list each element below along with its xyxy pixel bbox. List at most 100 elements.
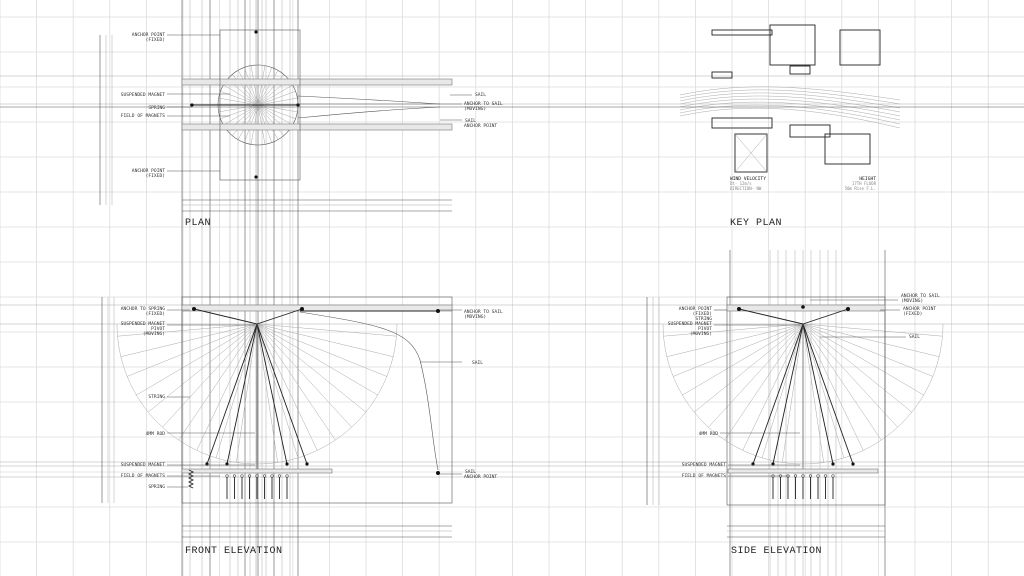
label-pivot-moving: (MOVING) [143,331,165,337]
radial-line [257,70,279,106]
swing-radial-line [708,323,804,428]
radial-line [257,104,298,113]
swing-radial-line [127,323,258,377]
plan-geometry [99,29,472,212]
building-outline [711,71,733,79]
label-anchor-point-top: ANCHOR POINT [132,32,165,38]
radial-line [257,84,293,106]
label-anchor-to-spring: ANCHOR TO SPRING [121,306,165,312]
sail-anchor-point [436,471,440,475]
swing-radial-line [663,323,804,337]
radial-line [257,65,266,106]
swing-radial-line [802,323,824,463]
swing-radial-line [682,323,804,396]
label-anchor-to-sail: ANCHOR TO SAIL [464,309,503,315]
anchor-point [846,307,850,311]
swing-radial-line [802,323,864,451]
radial-line [232,104,259,136]
radial-line [237,70,259,106]
string [193,308,258,325]
swing-radial-line [256,323,387,377]
rod [206,323,258,465]
swing-radial-line [256,323,394,357]
anchor-point [254,30,258,34]
radial-line [257,91,296,106]
building-outline [789,65,811,75]
radial-line [218,104,259,113]
swing-radial-line [802,323,943,337]
swing-radial-line [117,323,258,337]
label-anchor-point-right-sub: (FIXED) [903,311,922,317]
radial-line [257,67,272,106]
swing-radial-line [256,323,336,441]
label-suspended-magnet: SUSPENDED MAGNET [121,462,165,468]
label-anchor-to-spring-sub: (FIXED) [146,311,165,317]
swing-radial-line [236,323,258,463]
sail-curve [299,311,439,471]
label-sail-2: SAIL [465,469,476,475]
suspended-magnet [851,462,855,466]
anchor-point [737,307,741,311]
wind-flow-line [679,98,901,117]
radial-line [257,104,279,140]
swing-radial-line [256,323,318,451]
swing-radial-line [782,323,804,463]
swing-radial-line [256,323,278,463]
wind-flow-line [679,104,901,125]
anchor-point [300,307,304,311]
radial-line [237,104,259,140]
swing-radial-line [256,323,299,458]
swing-radial-line [761,323,804,458]
sail-curve [297,95,441,105]
radial-line [250,65,259,106]
building-outline [824,133,871,165]
building-outline [839,29,881,66]
label-sail: SAIL [472,360,483,366]
swing-radial-line [802,323,924,396]
front-elevation-view: ANCHOR TO SPRING (FIXED) SUSPENDED MAGNE… [101,296,503,557]
magnet-base [181,468,333,474]
string [802,308,849,325]
upper-rail [181,78,453,86]
swing-radial-line [148,323,258,413]
swing-radial-line [802,323,933,377]
key-plan-title: KEY PLAN [730,218,782,229]
label-string: STRING [148,394,165,400]
wind-flow-line [679,107,901,129]
suspended-magnet [285,462,289,466]
label-anchor-point-sub: (FIXED) [693,311,712,317]
height-label: HEIGHT [859,176,876,182]
building-outline [711,117,773,129]
anchor-point [254,175,258,179]
rod [256,323,308,465]
sail-curve [297,106,441,119]
label-anchor-to-sail: ANCHOR TO SAIL [464,101,503,107]
building-outline [789,124,831,138]
label-anchor-to-sail: ANCHOR TO SAIL [901,293,940,299]
key-plan-view: WIND VELOCITY Dt- 12m/s DIRECTION- NW HE… [0,24,1024,229]
label-4mm-rod: 4MM ROD [699,431,719,437]
wind-flow-line [679,86,901,101]
wind-velocity-label: WIND VELOCITY [730,176,766,182]
building-outline [734,133,768,173]
anchor-point [190,103,194,107]
label-anchor-to-sail-sub: (MOVING) [901,298,923,304]
label-suspended-magnet-pivot: SUSPENDED MAGNET [668,321,712,327]
swing-radial-line [136,323,258,396]
swing-radial-line [256,323,366,413]
plan-title: PLAN [185,218,211,229]
magnet-base [727,468,879,474]
front-elevation-geometry [101,296,462,538]
label-anchor-point-right: ANCHOR POINT [903,306,936,312]
swing-radial-line [742,323,804,451]
swing-radial-line [694,323,804,413]
radial-line [223,84,259,106]
swing-radial-line [256,323,397,337]
swing-radial-line [215,323,258,458]
label-anchor-to-sail-sub: (MOVING) [464,106,486,112]
swing-radial-line [673,323,804,377]
label-suspended-magnet: SUSPENDED MAGNET [121,92,165,98]
